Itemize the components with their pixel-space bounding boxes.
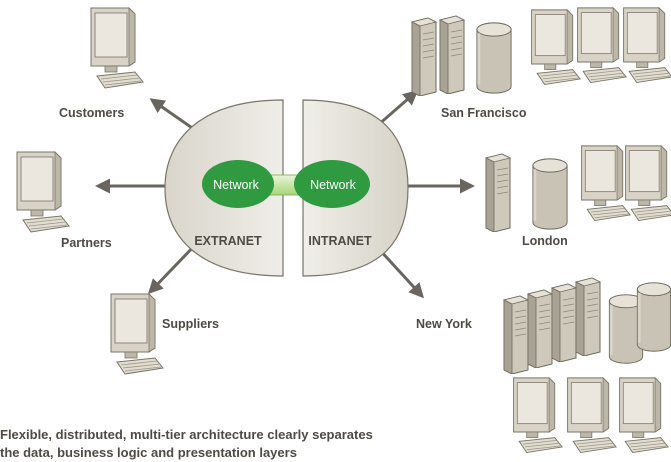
ny-server-icon-2	[527, 289, 553, 368]
customers-monitor-icon	[90, 7, 144, 89]
london-database-icon	[531, 157, 569, 231]
ny-monitor-icon-3	[619, 377, 669, 454]
partners-monitor-icon	[16, 151, 70, 233]
suppliers-label: Suppliers	[162, 317, 219, 331]
caption-line-1: Flexible, distributed, multi-tier archit…	[0, 427, 373, 442]
caption: Flexible, distributed, multi-tier archit…	[0, 426, 500, 462]
partners-label: Partners	[61, 236, 112, 250]
sf-database-icon	[475, 21, 513, 95]
extranet-label: EXTRANET	[194, 234, 262, 248]
extranet-network-oval	[202, 160, 274, 208]
london-label: London	[522, 234, 568, 248]
ny-server-icon-1	[503, 295, 529, 374]
intranet-label: INTRANET	[308, 234, 372, 248]
suppliers-monitor-icon	[110, 293, 164, 375]
arrow-customers	[149, 98, 199, 134]
london-monitor-icon-2	[625, 145, 671, 222]
new-york-cluster	[503, 277, 671, 454]
arrow-suppliers	[147, 240, 200, 295]
london-server-icon	[485, 153, 511, 232]
hub: Network Network EXTRANET INTRANET	[164, 99, 409, 277]
ny-server-icon-3	[551, 283, 577, 362]
intranet-network-oval	[294, 160, 370, 208]
intranet-network-label: Network	[310, 178, 357, 192]
extranet-network-label: Network	[213, 178, 260, 192]
arrow-new-york	[376, 246, 425, 299]
london-monitor-icon-1	[581, 145, 631, 222]
customers-label: Customers	[59, 106, 124, 120]
sf-monitor-icon-2	[577, 7, 627, 84]
san-francisco-label: San Francisco	[441, 106, 527, 120]
sf-monitor-icon-1	[531, 9, 581, 86]
ny-monitor-icon-2	[567, 377, 617, 454]
ny-monitor-icon-1	[513, 377, 563, 454]
caption-line-2: the data, business logic and presentatio…	[0, 445, 297, 460]
london-cluster	[485, 145, 671, 232]
new-york-label: New York	[416, 317, 472, 331]
sf-monitor-icon-3	[623, 7, 671, 84]
sf-server-icon-1	[411, 17, 437, 96]
ny-server-icon-4	[575, 277, 601, 356]
sf-server-icon-2	[439, 15, 465, 94]
san-francisco-cluster	[411, 7, 671, 96]
ny-database-icon-2	[635, 281, 671, 353]
